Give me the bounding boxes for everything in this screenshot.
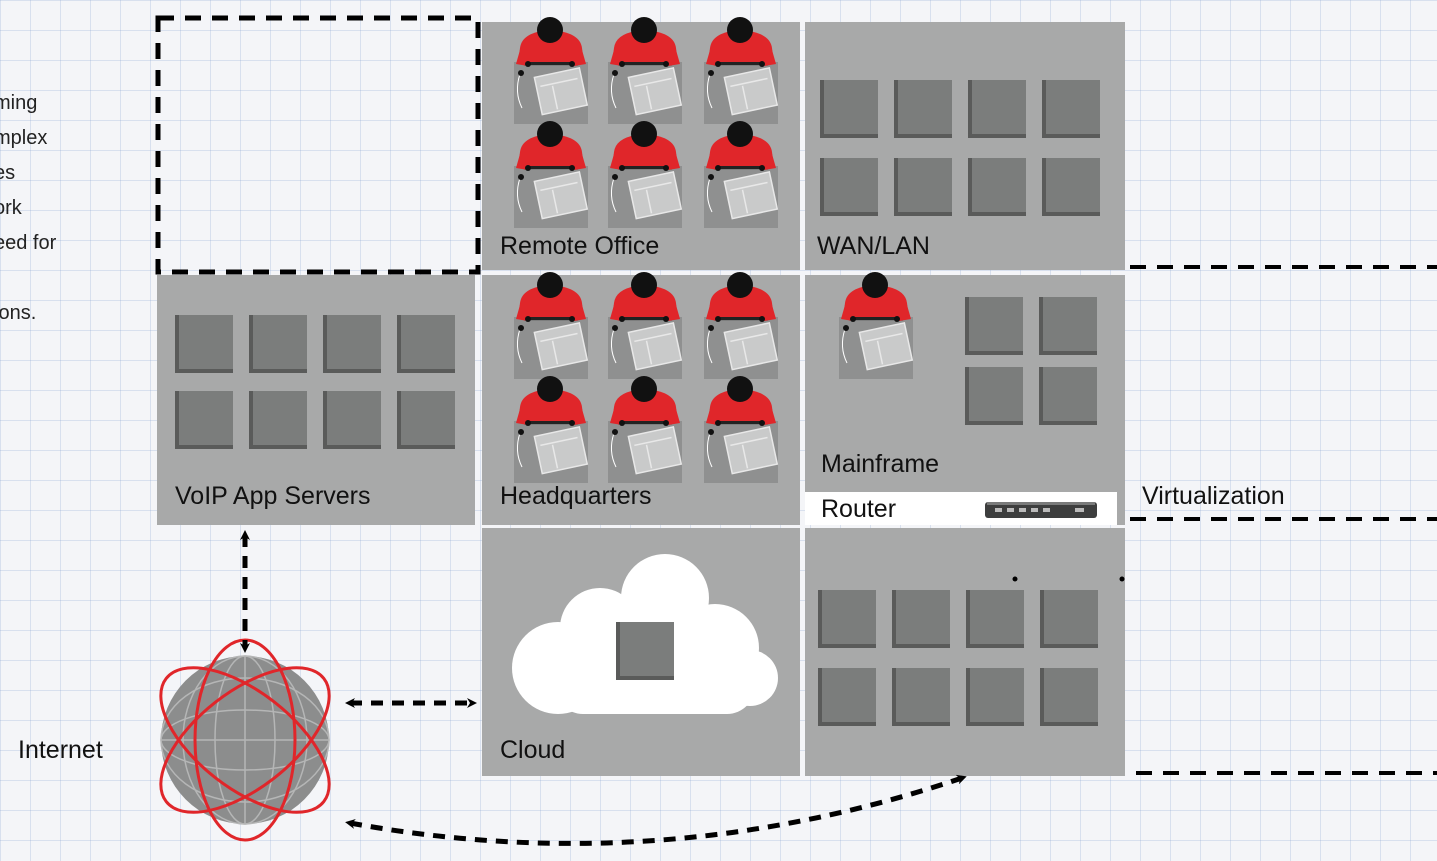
mainframe-tile: Mainframe Router bbox=[805, 272, 1125, 525]
globe-icon bbox=[159, 638, 331, 842]
server-icon bbox=[397, 315, 455, 373]
server-icon bbox=[818, 590, 876, 648]
server-icon bbox=[1040, 668, 1098, 726]
server-icon bbox=[1040, 590, 1098, 648]
cloud-label: Cloud bbox=[500, 736, 566, 764]
server-icon bbox=[397, 391, 455, 449]
server-icon bbox=[1039, 367, 1097, 425]
cloud-icon bbox=[512, 554, 778, 714]
server-icon bbox=[818, 668, 876, 726]
server-icon bbox=[1042, 158, 1100, 216]
server-icon bbox=[892, 668, 950, 726]
placeholder-dashed-box bbox=[155, 15, 481, 275]
server-icon bbox=[323, 315, 381, 373]
mainframe-label: Mainframe bbox=[821, 450, 940, 478]
user-icon bbox=[604, 269, 686, 386]
intro-line: es bbox=[0, 162, 16, 184]
server-icon bbox=[968, 80, 1026, 138]
wan-lan-tile: WAN/LAN bbox=[805, 22, 1125, 270]
user-icon bbox=[700, 269, 782, 386]
user-icon bbox=[510, 269, 592, 386]
server-icon bbox=[966, 668, 1024, 726]
internet-label: Internet bbox=[18, 736, 103, 764]
headquarters-tile: Headquarters bbox=[482, 272, 800, 525]
user-icon bbox=[604, 118, 686, 235]
server-icon bbox=[249, 391, 307, 449]
datacenter-tile bbox=[805, 528, 1125, 776]
server-icon bbox=[249, 315, 307, 373]
server-icon bbox=[820, 158, 878, 216]
user-icon bbox=[700, 14, 782, 131]
server-icon bbox=[1042, 80, 1100, 138]
router-label: Router bbox=[821, 495, 897, 523]
user-icon bbox=[604, 373, 686, 490]
dot bbox=[1012, 576, 1018, 582]
user-icon bbox=[700, 118, 782, 235]
server-icon bbox=[894, 158, 952, 216]
wan-lan-label: WAN/LAN bbox=[817, 232, 930, 260]
intro-line: ions. bbox=[0, 302, 37, 324]
internet-datacenter-arrow bbox=[345, 774, 967, 846]
remote-office-tile: Remote Office bbox=[482, 17, 800, 270]
server-icon bbox=[894, 80, 952, 138]
server-icon bbox=[892, 590, 950, 648]
intro-line: ork bbox=[0, 197, 22, 219]
router-icon bbox=[985, 502, 1097, 518]
voip-label: VoIP App Servers bbox=[175, 482, 371, 510]
virtualization-label: Virtualization bbox=[1142, 482, 1285, 510]
server-icon bbox=[965, 367, 1023, 425]
intro-text: ming mplex es ork eed for ions. bbox=[0, 86, 110, 331]
cloud-tile: Cloud bbox=[482, 528, 800, 776]
headquarters-label: Headquarters bbox=[500, 482, 652, 510]
intro-line: mplex bbox=[0, 127, 48, 149]
server-icon bbox=[1039, 297, 1097, 355]
server-icon bbox=[965, 297, 1023, 355]
user-icon bbox=[700, 373, 782, 490]
user-icon bbox=[510, 14, 592, 131]
server-icon bbox=[175, 315, 233, 373]
server-icon bbox=[820, 80, 878, 138]
user-icon bbox=[835, 269, 917, 386]
dot bbox=[1119, 576, 1125, 582]
voip-tile: VoIP App Servers bbox=[157, 275, 475, 525]
intro-line: ming bbox=[0, 92, 38, 114]
server-icon bbox=[966, 590, 1024, 648]
user-icon bbox=[510, 373, 592, 490]
server-icon bbox=[323, 391, 381, 449]
remote-office-label: Remote Office bbox=[500, 232, 660, 260]
server-icon bbox=[175, 391, 233, 449]
server-icon bbox=[616, 622, 674, 680]
intro-line: eed for bbox=[0, 232, 57, 254]
server-icon bbox=[968, 158, 1026, 216]
user-icon bbox=[510, 118, 592, 235]
user-icon bbox=[604, 14, 686, 131]
